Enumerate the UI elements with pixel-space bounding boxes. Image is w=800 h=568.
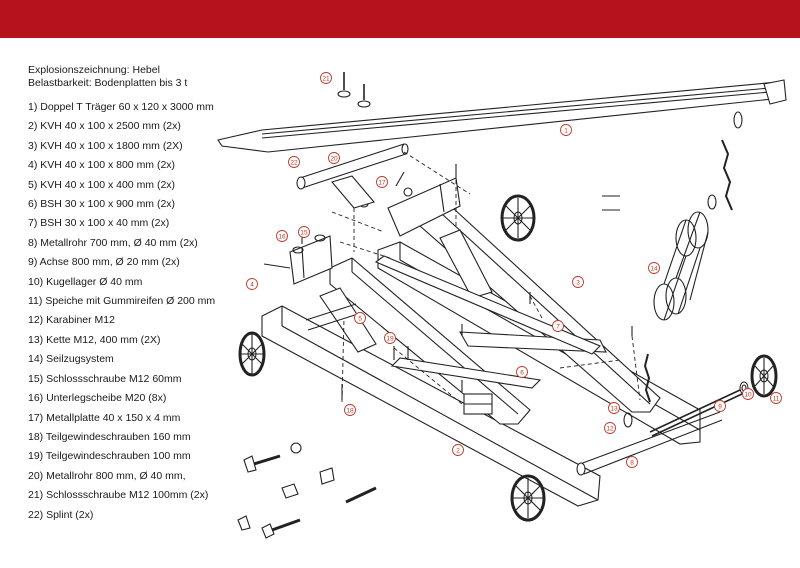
callout-number: 14	[650, 265, 658, 272]
callout-8: 8	[626, 456, 638, 468]
bolts	[263, 72, 633, 400]
cross-board-x	[374, 255, 601, 355]
callout-5: 5	[354, 312, 366, 324]
callout-9: 9	[714, 400, 726, 412]
top-block-right	[387, 177, 461, 237]
callout-6: 6	[516, 366, 528, 378]
parts-list-item: 21) Schlossschraube M12 100mm (2x)	[28, 489, 209, 502]
callout-19: 19	[384, 332, 396, 344]
axle	[649, 389, 743, 437]
callout-number: 18	[346, 407, 354, 414]
callout-number: 4	[250, 281, 254, 288]
parts-list-item: 11) Speiche mit Gummireifen Ø 200 mm	[28, 295, 216, 308]
callout-number: 9	[718, 403, 722, 410]
wheel-back-right	[500, 194, 536, 242]
parts-list-item: 10) Kugellager Ø 40 mm	[28, 275, 143, 288]
callout-11: 11	[770, 392, 782, 404]
callout-number: 12	[606, 425, 614, 432]
header-band	[0, 0, 800, 38]
parts-list-item: 22) Splint (2x)	[28, 508, 94, 521]
callout-number: 17	[378, 179, 386, 186]
callout-10: 10	[742, 388, 754, 400]
top-block-left	[289, 235, 333, 285]
callout-number: 5	[358, 315, 362, 322]
parts-list-item: 20) Metallrohr 800 mm, Ø 40 mm,	[28, 469, 186, 482]
callout-12: 12	[604, 422, 616, 434]
metal-pipe-8	[576, 411, 723, 476]
parts-list-item: 5) KVH 40 x 100 x 400 mm (2x)	[28, 178, 176, 191]
parts-legend: Explosionszeichnung: Hebel Belastbarkeit…	[28, 64, 278, 525]
callout-7: 7	[552, 320, 564, 332]
metal-pipe-20	[296, 143, 409, 190]
parts-list-item: 15) Schlossschraube M12 60mm	[28, 372, 182, 385]
metal-plate	[331, 175, 375, 209]
parts-list-item: 17) Metallplatte 40 x 150 x 4 mm	[28, 411, 181, 424]
callout-21: 21	[320, 72, 332, 84]
chain-lower	[623, 353, 651, 428]
pulley-system	[653, 211, 709, 321]
parts-list: 1) Doppel T Träger 60 x 120 x 3000 mm 2)…	[28, 98, 278, 525]
callout-number: 2	[456, 447, 460, 454]
callout-14: 14	[648, 262, 660, 274]
callout-number: 22	[290, 159, 298, 166]
parts-list-item: 9) Achse 800 mm, Ø 20 mm (2x)	[28, 256, 180, 269]
callout-number: 16	[278, 233, 286, 240]
washers	[292, 90, 413, 254]
wheel-right	[750, 354, 778, 398]
parts-list-item: 7) BSH 30 x 100 x 40 mm (2x)	[28, 217, 170, 230]
parts-list-item: 6) BSH 30 x 100 x 900 mm (2x)	[28, 198, 176, 211]
parts-list-item: 12) Karabiner M12	[28, 314, 115, 327]
chain-upper	[707, 111, 743, 211]
callout-15: 15	[298, 226, 310, 238]
assembly-guides	[331, 151, 641, 405]
callout-number: 13	[610, 405, 618, 412]
parts-list-item: 16) Unterlegscheibe M20 (8x)	[28, 392, 167, 405]
loose-hardware	[237, 442, 377, 539]
callout-number: 8	[630, 459, 634, 466]
callout-2: 2	[452, 444, 464, 456]
parts-list-item: 18) Teilgewindeschrauben 160 mm	[28, 430, 191, 443]
callout-number: 1	[564, 127, 568, 134]
cross-block-right	[439, 229, 493, 299]
i-beam-lever	[217, 79, 787, 153]
callout-17: 17	[376, 176, 388, 188]
callout-18: 18	[344, 404, 356, 416]
parts-list-item: 1) Doppel T Träger 60 x 120 x 3000 mm	[28, 101, 214, 113]
parts-list-item: 3) KVH 40 x 100 x 1800 mm (2X)	[28, 139, 183, 152]
callout-number: 20	[330, 155, 338, 162]
base-beam-left	[261, 305, 601, 507]
callout-13: 13	[608, 402, 620, 414]
cross-board-lower	[390, 357, 542, 389]
callout-4: 4	[246, 278, 258, 290]
callout-1: 1	[560, 124, 572, 136]
diagram-title: Explosionszeichnung: Hebel	[28, 64, 160, 76]
callout-number: 10	[744, 391, 752, 398]
callout-number: 6	[520, 369, 524, 376]
callout-number: 19	[386, 335, 394, 342]
callout-16: 16	[276, 230, 288, 242]
parts-list-item: 8) Metallrohr 700 mm, Ø 40 mm (2x)	[28, 236, 198, 249]
wheel-front-left	[238, 331, 266, 377]
parts-list-item: 13) Kette M12, 400 mm (2X)	[28, 333, 161, 346]
callout-22: 22	[288, 156, 300, 168]
callout-number: 15	[300, 229, 308, 236]
callout-number: 3	[576, 279, 580, 286]
callout-number: 7	[556, 323, 560, 330]
parts-list-item: 19) Teilgewindeschrauben 100 mm	[28, 450, 191, 463]
cross-block-left	[319, 287, 377, 353]
callout-number: 11	[773, 395, 780, 402]
callout-20: 20	[328, 152, 340, 164]
small-block	[463, 393, 493, 415]
wheel-front-bottom	[510, 474, 546, 522]
diagonal-beam-front	[329, 257, 531, 425]
parts-list-item: 14) Seilzugsystem	[28, 353, 114, 366]
diagram-subtitle: Belastbarkeit: Bodenplatten bis 3 t	[28, 77, 188, 89]
callout-number: 21	[322, 75, 330, 82]
callout-3: 3	[572, 276, 584, 288]
parts-list-item: 4) KVH 40 x 100 x 800 mm (2x)	[28, 159, 176, 172]
metal-pipe-8-upper	[305, 303, 359, 331]
parts-list-item: 2) KVH 40 x 100 x 2500 mm (2x)	[28, 120, 181, 133]
